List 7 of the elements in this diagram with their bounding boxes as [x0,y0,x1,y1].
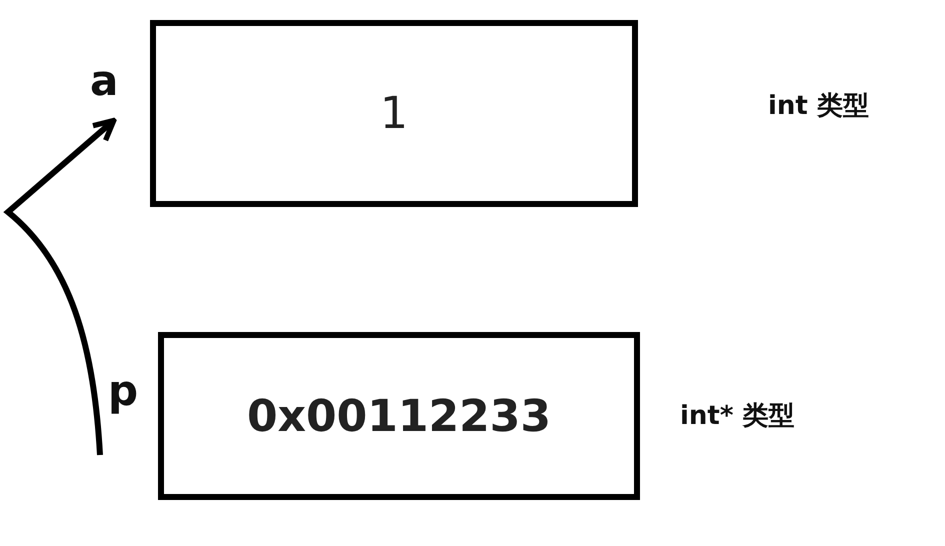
variable-name: p [108,366,138,415]
type-label: int* 类型 [680,400,794,433]
pointer-arrow [5,118,116,456]
variable-name: a [90,56,118,105]
value-text: 0x00112233 [247,390,551,442]
type-label: int 类型 [768,90,869,123]
value-text: 1 [380,88,408,139]
